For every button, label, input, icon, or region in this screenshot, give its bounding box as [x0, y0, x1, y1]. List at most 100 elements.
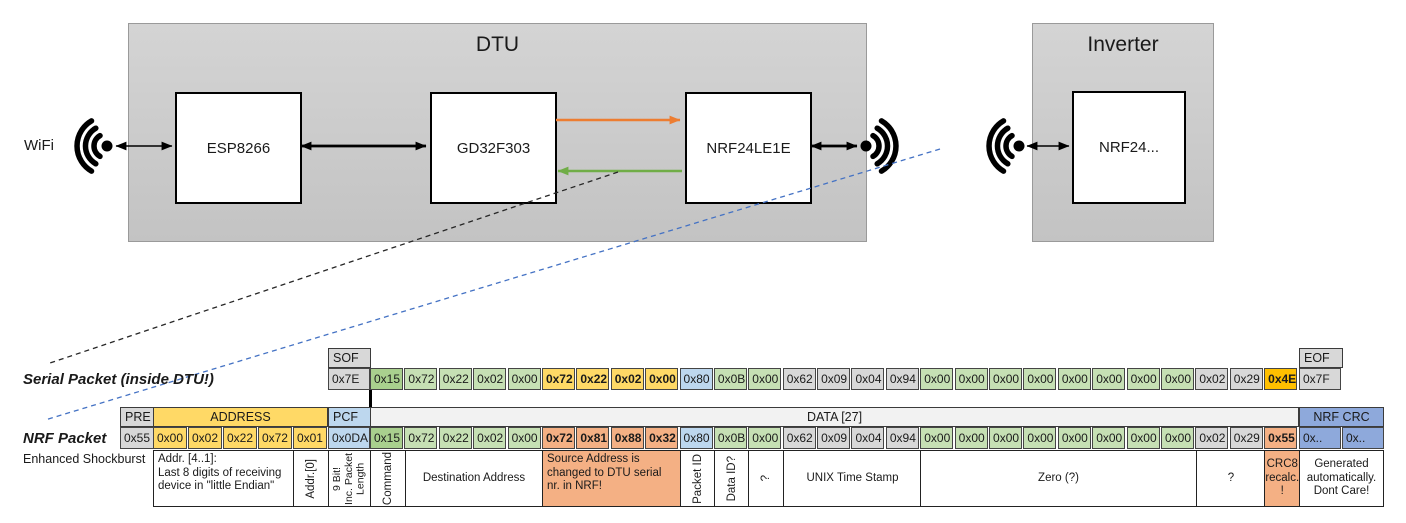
- sof-header: SOF: [328, 348, 371, 368]
- byte-cell: 0x02: [610, 368, 644, 390]
- nrf-crc-row: 0x..0x..: [1299, 427, 1384, 449]
- pcf-header: PCF: [328, 407, 371, 427]
- annotation-gen: Generated automatically. Dont Care!: [1299, 450, 1384, 507]
- annotation-data-id-text: Data ID?: [725, 455, 738, 502]
- byte-cell: 0x09: [817, 368, 851, 390]
- eof-header: EOF: [1299, 348, 1343, 368]
- nrf24le1e-box: NRF24LE1E: [685, 92, 812, 204]
- annotation-src: Source Address is changed to DTU serial …: [542, 450, 681, 507]
- wifi-signal-left-icon: [74, 118, 113, 174]
- byte-cell: 0x88: [610, 427, 644, 449]
- wifi-label: WiFi: [24, 137, 54, 154]
- inverter-nrf24-label: NRF24...: [1098, 139, 1159, 156]
- pre-header: PRE: [120, 407, 154, 427]
- byte-cell: 0x32: [645, 427, 679, 449]
- byte-cell: 0x94: [885, 368, 919, 390]
- byte-cell: 0x09: [817, 427, 851, 449]
- byte-cell: 0x02: [1195, 368, 1229, 390]
- byte-cell: 0x72: [257, 427, 292, 449]
- annotation-data-id: Data ID?: [714, 450, 750, 507]
- byte-cell: 0x00: [1160, 368, 1194, 390]
- byte-cell: 0x00: [1092, 427, 1126, 449]
- byte-cell: 0x00: [989, 368, 1023, 390]
- byte-cell: 0x80: [679, 427, 713, 449]
- byte-cell: 0x80: [679, 368, 713, 390]
- annotation-pcf-bits: 9 Bit! Inc. Packet Length: [328, 450, 371, 507]
- wifi-signal-inverter-icon: [986, 118, 1025, 174]
- byte-cell: 0x15: [370, 427, 403, 449]
- annotation-q1-text: ?: [759, 475, 772, 482]
- byte-cell: 0x22: [222, 427, 257, 449]
- dtu-title: DTU: [475, 33, 520, 56]
- byte-cell: 0x00: [1057, 368, 1091, 390]
- byte-cell: 0x22: [438, 368, 472, 390]
- byte-cell: 0x0B: [713, 427, 747, 449]
- byte-cell: 0x72: [404, 427, 438, 449]
- byte-cell: 0x00: [920, 427, 954, 449]
- annotation-q2: ?: [1196, 450, 1266, 507]
- annotation-command-text: Command: [381, 451, 394, 506]
- byte-cell: 0x94: [885, 427, 919, 449]
- byte-cell: 0x00: [748, 368, 782, 390]
- byte-cell: 0x00: [507, 427, 541, 449]
- byte-cell: 0x22: [576, 368, 610, 390]
- byte-cell: 0x72: [404, 368, 438, 390]
- byte-cell: 0x00: [507, 368, 541, 390]
- sof-value-cell: 0x7E: [328, 368, 370, 390]
- annotation-packet-id-text: Packet ID: [691, 453, 704, 504]
- data-header: DATA [27]: [370, 407, 1299, 427]
- byte-cell: 0x22: [438, 427, 472, 449]
- byte-cell: 0x00: [1057, 427, 1091, 449]
- byte-cell: 0x..: [1342, 427, 1384, 449]
- byte-cell: 0x02: [473, 427, 507, 449]
- nrf24le1e-label: NRF24LE1E: [706, 139, 791, 157]
- byte-cell: 0x00: [748, 427, 782, 449]
- byte-cell: 0x00: [153, 427, 187, 449]
- esp8266-box: ESP8266: [175, 92, 302, 204]
- eof-value-cell: 0x7F: [1299, 368, 1341, 390]
- byte-cell: 0x..: [1299, 427, 1341, 449]
- inverter-title: Inverter: [1087, 33, 1159, 56]
- byte-cell: 0x00: [954, 368, 988, 390]
- byte-cell: 0x02: [187, 427, 222, 449]
- gd32f303-box: GD32F303: [430, 92, 557, 204]
- byte-cell: 0x55: [1264, 427, 1298, 449]
- byte-cell: 0x81: [576, 427, 610, 449]
- byte-cell: 0x00: [1126, 368, 1160, 390]
- inverter-nrf24-box: NRF24...: [1072, 91, 1186, 204]
- byte-cell: 0x02: [1195, 427, 1229, 449]
- byte-cell: 0x4E: [1264, 368, 1298, 390]
- annotation-crc8: CRC8 recalc. !: [1264, 450, 1301, 507]
- byte-cell: 0x72: [541, 368, 575, 390]
- nrf-packet-label: NRF Packet: [23, 430, 107, 447]
- byte-cell: 0x00: [920, 368, 954, 390]
- byte-cell: 0x04: [851, 427, 885, 449]
- address-header: ADDRESS: [153, 407, 328, 427]
- byte-cell: 0x0B: [713, 368, 747, 390]
- annotation-pcf-bits-text: 9 Bit! Inc. Packet Length: [330, 452, 367, 505]
- byte-cell: 0x72: [541, 427, 575, 449]
- annotation-addr41: Addr. [4..1]: Last 8 digits of receiving…: [153, 450, 294, 507]
- byte-cell: 0x62: [782, 368, 816, 390]
- serial-packet-label: Serial Packet (inside DTU!): [23, 371, 214, 388]
- nrf-crc-header: NRF CRC: [1299, 407, 1384, 427]
- annotation-addr0-text: Addr.[0]: [304, 458, 317, 499]
- esp8266-label: ESP8266: [206, 139, 271, 157]
- annotation-addr0: Addr.[0]: [293, 450, 329, 507]
- byte-cell: 0x29: [1229, 427, 1263, 449]
- annotation-zero: Zero (?): [920, 450, 1197, 507]
- byte-cell: 0x29: [1229, 368, 1263, 390]
- byte-cell: 0x00: [1023, 368, 1057, 390]
- byte-cell: 0x01: [292, 427, 327, 449]
- annotation-unix: UNIX Time Stamp: [783, 450, 922, 507]
- byte-cell: 0x04: [851, 368, 885, 390]
- annotation-q1: ?: [748, 450, 784, 507]
- byte-cell: 0x00: [954, 427, 988, 449]
- byte-cell: 0x00: [989, 427, 1023, 449]
- byte-cell: 0x02: [473, 368, 507, 390]
- pre-value-cell: 0x55: [120, 427, 154, 449]
